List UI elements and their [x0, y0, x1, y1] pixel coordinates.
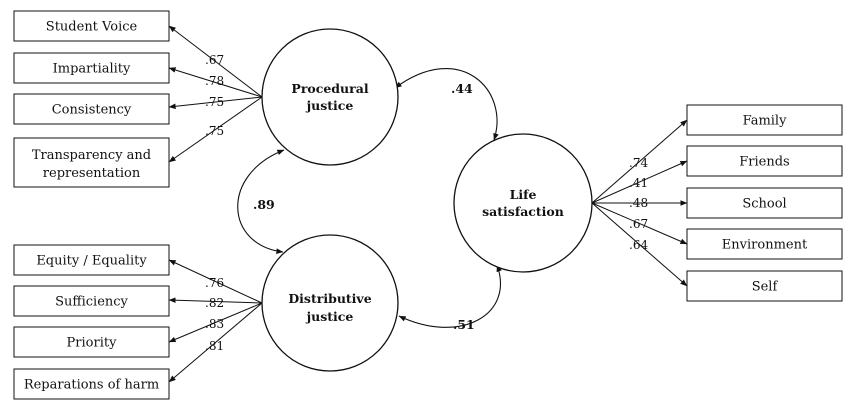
indicator-label-student-voice: Student Voice — [46, 20, 138, 35]
loading-value-student-voice: .67 — [205, 53, 224, 67]
indicator-box-impartiality — [13, 52, 170, 84]
latent-label-procedural-line2: justice — [306, 98, 354, 113]
loading-arrow-student-voice — [168, 25, 263, 98]
loading-value-family: .74 — [629, 156, 648, 170]
curve-distributive-life — [398, 264, 502, 328]
indicator-label-friends: Friends — [739, 155, 789, 170]
loading-arrow-environment — [591, 202, 688, 245]
loading-arrow-impartiality — [168, 67, 263, 98]
loading-value-consistency: .75 — [205, 95, 224, 109]
indicator-label-sufficiency: Sufficiency — [55, 295, 128, 310]
loading-arrow-equity — [168, 259, 263, 304]
indicator-label-school: School — [742, 197, 786, 212]
loading-arrow-consistency — [168, 96, 263, 110]
loading-value-school: .48 — [629, 196, 648, 210]
indicator-box-friends — [686, 145, 843, 177]
indicator-label-environment: Environment — [722, 238, 808, 253]
loading-value-equity: .76 — [205, 276, 224, 290]
indicator-label-consistency: Consistency — [52, 103, 132, 118]
indicator-label-equity: Equity / Equality — [36, 254, 147, 269]
loading-value-friends: .41 — [629, 176, 648, 190]
corr-procedural-distributive-label: .89 — [253, 197, 275, 212]
loading-value-transparency: .75 — [205, 124, 224, 138]
indicator-label-reparations: Reparations of harm — [24, 378, 159, 393]
indicator-box-reparations — [13, 368, 170, 400]
latent-label-life-line2: satisfaction — [482, 204, 564, 219]
loading-arrow-transparency — [168, 96, 263, 163]
indicator-box-consistency — [13, 93, 170, 125]
loading-arrow-self — [591, 202, 688, 287]
loading-arrow-priority — [168, 302, 263, 343]
indicator-label-transparency-line1: Transparency and — [32, 148, 151, 163]
indicator-box-school — [686, 187, 843, 219]
latent-circle-procedural — [261, 28, 399, 166]
loading-value-self: .64 — [629, 238, 648, 252]
loading-arrow-sufficiency — [168, 297, 263, 304]
corr-procedural-life-label: .44 — [451, 81, 473, 96]
latent-label-procedural-line1: Procedural — [291, 81, 368, 96]
indicator-box-transparency — [13, 137, 170, 188]
loading-value-sufficiency: .82 — [205, 296, 224, 310]
latent-label-distributive-line2: justice — [306, 309, 354, 324]
indicator-box-sufficiency — [13, 285, 170, 317]
loading-value-priority: .83 — [205, 317, 224, 331]
loading-value-reparations: .81 — [205, 339, 224, 353]
latent-circle-distributive — [261, 234, 399, 372]
indicator-label-self: Self — [752, 280, 779, 295]
indicator-box-equity — [13, 244, 170, 276]
curve-procedural-distributive — [237, 149, 285, 254]
loading-arrow-family — [591, 119, 688, 204]
corr-distributive-life-label: .51 — [453, 317, 475, 332]
indicator-label-priority: Priority — [67, 336, 118, 351]
loading-arrow-reparations — [168, 302, 263, 383]
latent-label-distributive-line1: Distributive — [288, 291, 371, 306]
loading-arrow-friends — [591, 160, 688, 204]
latent-circle-life — [453, 133, 593, 273]
loading-value-impartiality: .78 — [205, 74, 224, 88]
indicator-label-impartiality: Impartiality — [53, 62, 131, 77]
latent-label-life-line1: Life — [510, 187, 537, 202]
indicator-box-student-voice — [13, 10, 170, 42]
loading-value-environment: .67 — [629, 217, 648, 231]
indicator-box-self — [686, 270, 843, 302]
curve-procedural-life — [394, 68, 499, 141]
indicator-box-priority — [13, 326, 170, 358]
indicator-label-family: Family — [743, 114, 788, 129]
indicator-label-transparency-line2: representation — [43, 166, 141, 181]
indicator-box-environment — [686, 228, 843, 260]
indicator-box-family — [686, 104, 843, 136]
